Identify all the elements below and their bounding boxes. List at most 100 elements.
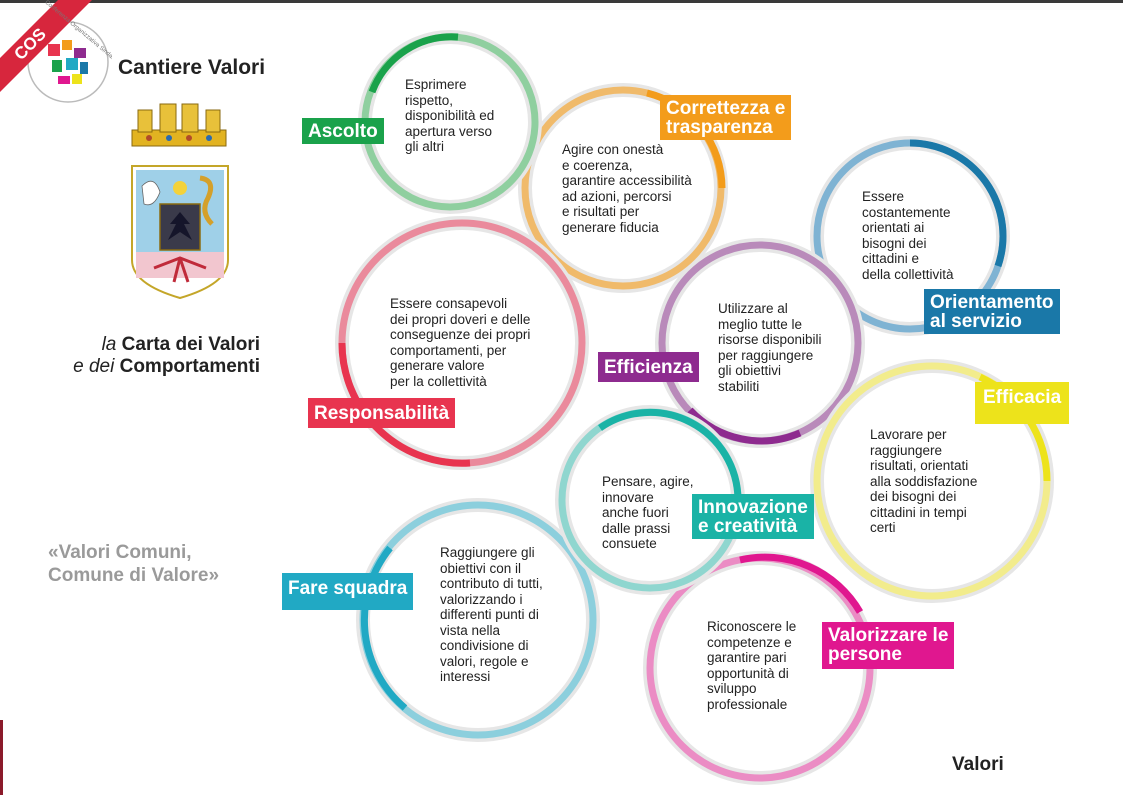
desc-line: per raggiungere (718, 347, 814, 363)
desc-line: valori, regole e (440, 653, 529, 669)
ring-ascolto (358, 30, 542, 214)
desc-line: per la collettività (390, 373, 487, 389)
desc-line: raggiungere (870, 442, 943, 458)
desc-line: rispetto, (405, 92, 454, 108)
logo-banner (0, 0, 92, 92)
desc-line: Lavorare per (870, 427, 947, 442)
desc-line: costantemente (862, 204, 951, 220)
carta-title: la Carta dei Valori e dei Comportamenti (30, 334, 260, 378)
desc-line: meglio tutte le (718, 316, 803, 332)
ring-innovazione (555, 405, 745, 595)
tag-ascolto: Ascolto (302, 118, 384, 144)
municipal-crest-icon (131, 103, 229, 300)
ring-valorizzare-accent (739, 553, 864, 614)
desc-line: alla soddisfazione (870, 473, 978, 489)
ring-fare-squadra-accent (360, 545, 408, 711)
ring-orientamento (810, 136, 1010, 336)
tag-innovazione: Innovazione e creatività (692, 494, 814, 539)
tag-responsabilita: Responsabilità (308, 398, 456, 428)
cos-logo: COS Conferenza Organizzativa Sindacale (0, 0, 112, 103)
motto-line-2: Comune di Valore» (48, 565, 220, 586)
desc-line: Utilizzare al (718, 301, 788, 316)
desc-correttezza: Agire con onestà e coerenza, garantire a… (562, 142, 692, 235)
desc-efficacia: Lavorare per raggiungere risultati, orie… (870, 427, 977, 536)
desc-line: Raggiungere gli (440, 545, 535, 560)
tag-line: Correttezza e (666, 98, 786, 119)
tag-valorizzare: Valorizzare le persone (822, 622, 955, 669)
desc-line: certi (870, 520, 896, 535)
desc-valorizzare: Riconoscere le competenze e garantire pa… (707, 619, 796, 712)
desc-line: contributo di tutti, (440, 576, 543, 591)
desc-line: Agire con onestà (562, 142, 664, 157)
carta-line-1-bold: Carta dei Valori (121, 334, 260, 355)
motto-line-1: «Valori Comuni, (48, 542, 192, 563)
desc-line: apertura verso (405, 123, 493, 139)
tag-line: Valorizzare le (828, 625, 949, 646)
desc-line: condivisione di (440, 638, 529, 653)
desc-line: anche fuori (602, 505, 669, 520)
desc-line: sviluppo (707, 681, 757, 696)
crown-icon (131, 103, 227, 147)
desc-line: dalle prassi (602, 520, 671, 536)
desc-line: stabiliti (718, 378, 760, 394)
desc-responsabilita: Essere consapevoli dei propri doveri e d… (390, 296, 530, 389)
logo-figures-icon (48, 40, 88, 84)
desc-ascolto: Esprimere rispetto, disponibilità ed ape… (405, 77, 494, 155)
tag-line: Orientamento (930, 292, 1054, 313)
desc-line: ad azioni, percorsi (562, 188, 672, 204)
left-accent-bar (0, 720, 3, 795)
desc-line: obiettivi con il (440, 560, 522, 576)
desc-line: innovare (602, 489, 654, 505)
top-border (0, 0, 1123, 3)
desc-line: garantire pari (707, 650, 787, 665)
desc-line: opportunità di (707, 665, 789, 681)
ring-innovazione-accent (598, 408, 742, 501)
desc-line: gli obiettivi (718, 363, 782, 378)
desc-line: dei bisogni dei (870, 489, 957, 504)
tag-correttezza: Correttezza e trasparenza (660, 95, 792, 140)
tag-efficacia: Efficacia (975, 382, 1070, 424)
desc-innovazione: Pensare, agire, innovare anche fuori dal… (602, 474, 694, 552)
ring-efficienza (655, 238, 865, 448)
tag-line: Innovazione (698, 497, 808, 518)
footer-label: Valori (952, 754, 1004, 775)
desc-line: Essere consapevoli (390, 296, 508, 311)
desc-line: cittadini e (862, 251, 920, 266)
carta-line-2: e dei Comportamenti (30, 356, 260, 378)
desc-efficienza: Utilizzare al meglio tutte le risorse di… (718, 301, 822, 394)
desc-line: e risultati per (562, 204, 640, 219)
desc-line: generare valore (390, 358, 485, 373)
desc-line: generare fiducia (562, 219, 659, 235)
desc-line: orientati ai (862, 220, 925, 235)
desc-line: conseguenze dei propri (390, 327, 531, 342)
tag-efficienza: Efficienza (598, 352, 699, 382)
desc-line: dei propri doveri e delle (390, 311, 531, 327)
carta-line-1: la Carta dei Valori (30, 334, 260, 356)
desc-line: consuete (602, 536, 657, 551)
desc-line: comportamenti, per (390, 342, 507, 358)
brand-name: Cantiere Valori (118, 56, 266, 79)
desc-line: garantire accessibilità (562, 173, 692, 188)
desc-line: professionale (707, 696, 788, 712)
desc-line: della collettività (862, 266, 954, 282)
carta-line-2-italic: e dei (73, 356, 115, 377)
desc-line: risorse disponibili (718, 332, 822, 347)
carta-line-2-bold: Comportamenti (119, 356, 260, 377)
desc-line: risultati, orientati (870, 458, 969, 473)
desc-orientamento: Essere costantemente orientati ai bisogn… (862, 189, 954, 282)
shield-icon (131, 165, 229, 300)
desc-line: differenti punti di (440, 607, 539, 622)
ring-ascolto-accent (368, 33, 459, 94)
tag-line: persone (828, 644, 902, 665)
desc-line: cittadini in tempi (870, 504, 967, 520)
desc-line: Esprimere (405, 77, 467, 92)
desc-line: gli altri (405, 139, 445, 154)
desc-line: interessi (440, 669, 491, 684)
ring-responsabilita-accent (338, 342, 471, 467)
tag-orientamento: Orientamento al servizio (924, 289, 1060, 334)
carta-line-1-italic: la (101, 334, 117, 355)
desc-line: competenze e (707, 634, 792, 650)
ring-fare-squadra (356, 498, 600, 742)
ring-orientamento-accent (909, 139, 1007, 268)
